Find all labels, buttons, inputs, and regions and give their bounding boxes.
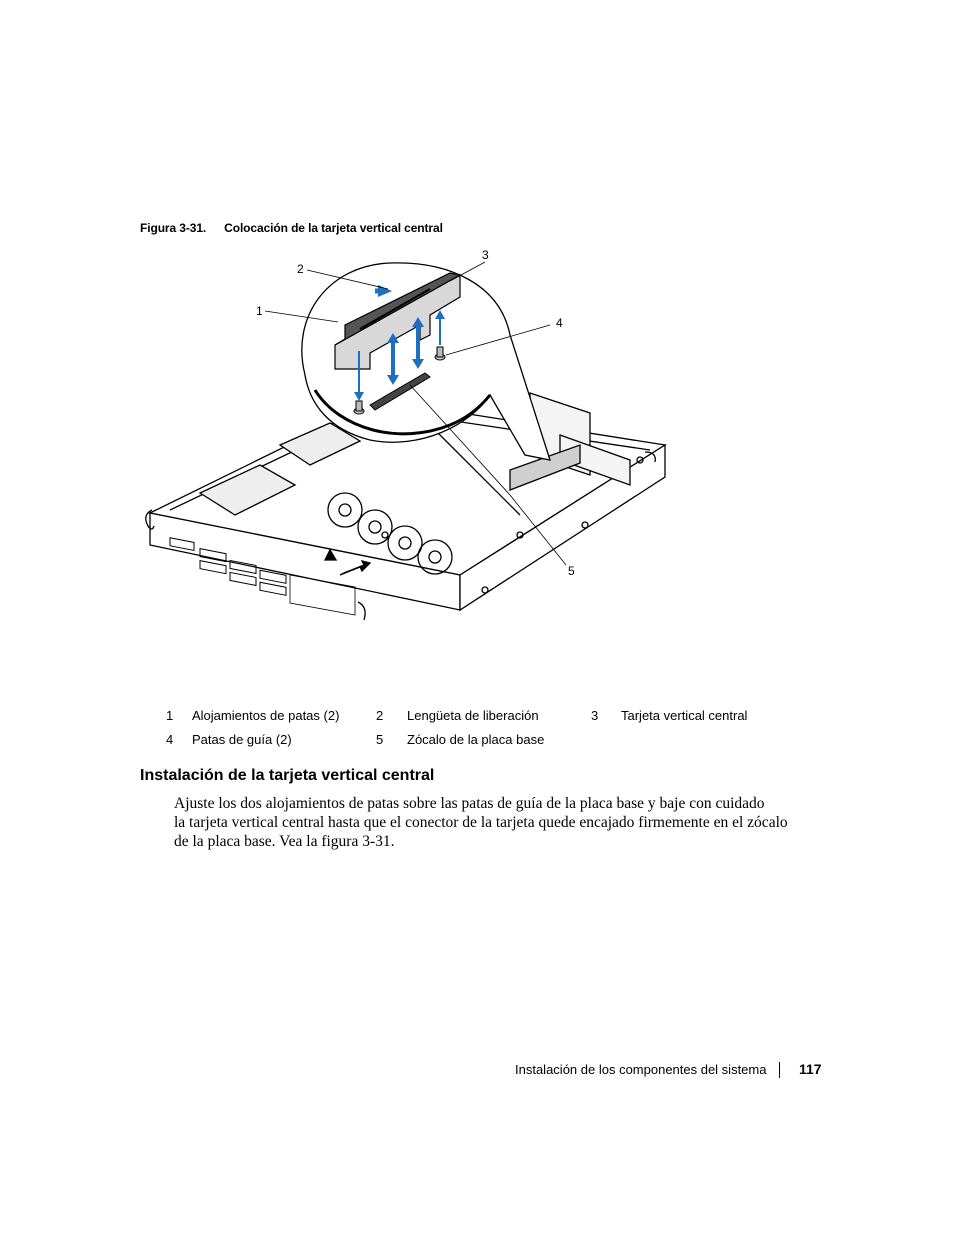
- legend-text: Alojamientos de patas (2): [192, 708, 340, 723]
- legend-text: Patas de guía (2): [192, 732, 292, 747]
- legend-number: 2: [376, 708, 384, 723]
- motherboard-socket: [369, 372, 431, 411]
- installation-arrows: [354, 285, 445, 401]
- footer-chapter: Instalación de los componentes del siste…: [515, 1062, 767, 1077]
- callout-5: 5: [568, 564, 575, 578]
- footer-divider: [779, 1062, 780, 1078]
- legend-number: 3: [591, 708, 599, 723]
- callout-leaders: [264, 261, 567, 566]
- figure-caption-title: Colocación de la tarjeta vertical centra…: [224, 221, 443, 235]
- figure-illustration: 1 2 3 4 5: [145, 248, 667, 621]
- legend-number: 4: [166, 732, 174, 747]
- riser-card: [334, 272, 462, 370]
- callout-4: 4: [556, 316, 563, 330]
- figure-caption-label: Figura 3-31.: [140, 221, 207, 235]
- callout-1: 1: [256, 304, 263, 318]
- legend-text: Tarjeta vertical central: [621, 708, 748, 723]
- section-title: Instalación de la tarjeta vertical centr…: [140, 767, 435, 784]
- page-number: 117: [799, 1061, 822, 1077]
- callout-2: 2: [297, 262, 304, 276]
- legend-number: 5: [376, 732, 384, 747]
- legend-number: 1: [166, 708, 174, 723]
- body-line: de la placa base. Vea la figura 3-31.: [174, 833, 395, 850]
- legend-text: Zócalo de la placa base: [407, 732, 545, 747]
- body-line: la tarjeta vertical central hasta que el…: [174, 814, 788, 831]
- body-line: Ajuste los dos alojamientos de patas sob…: [174, 795, 765, 812]
- body-paragraph: Ajuste los dos alojamientos de patas sob…: [174, 794, 814, 851]
- guide-pins: [353, 346, 446, 415]
- legend-text: Lengüeta de liberación: [407, 708, 539, 723]
- callout-3: 3: [482, 248, 489, 262]
- figure-caption: Figura 3-31. Colocación de la tarjeta ver…: [140, 221, 443, 235]
